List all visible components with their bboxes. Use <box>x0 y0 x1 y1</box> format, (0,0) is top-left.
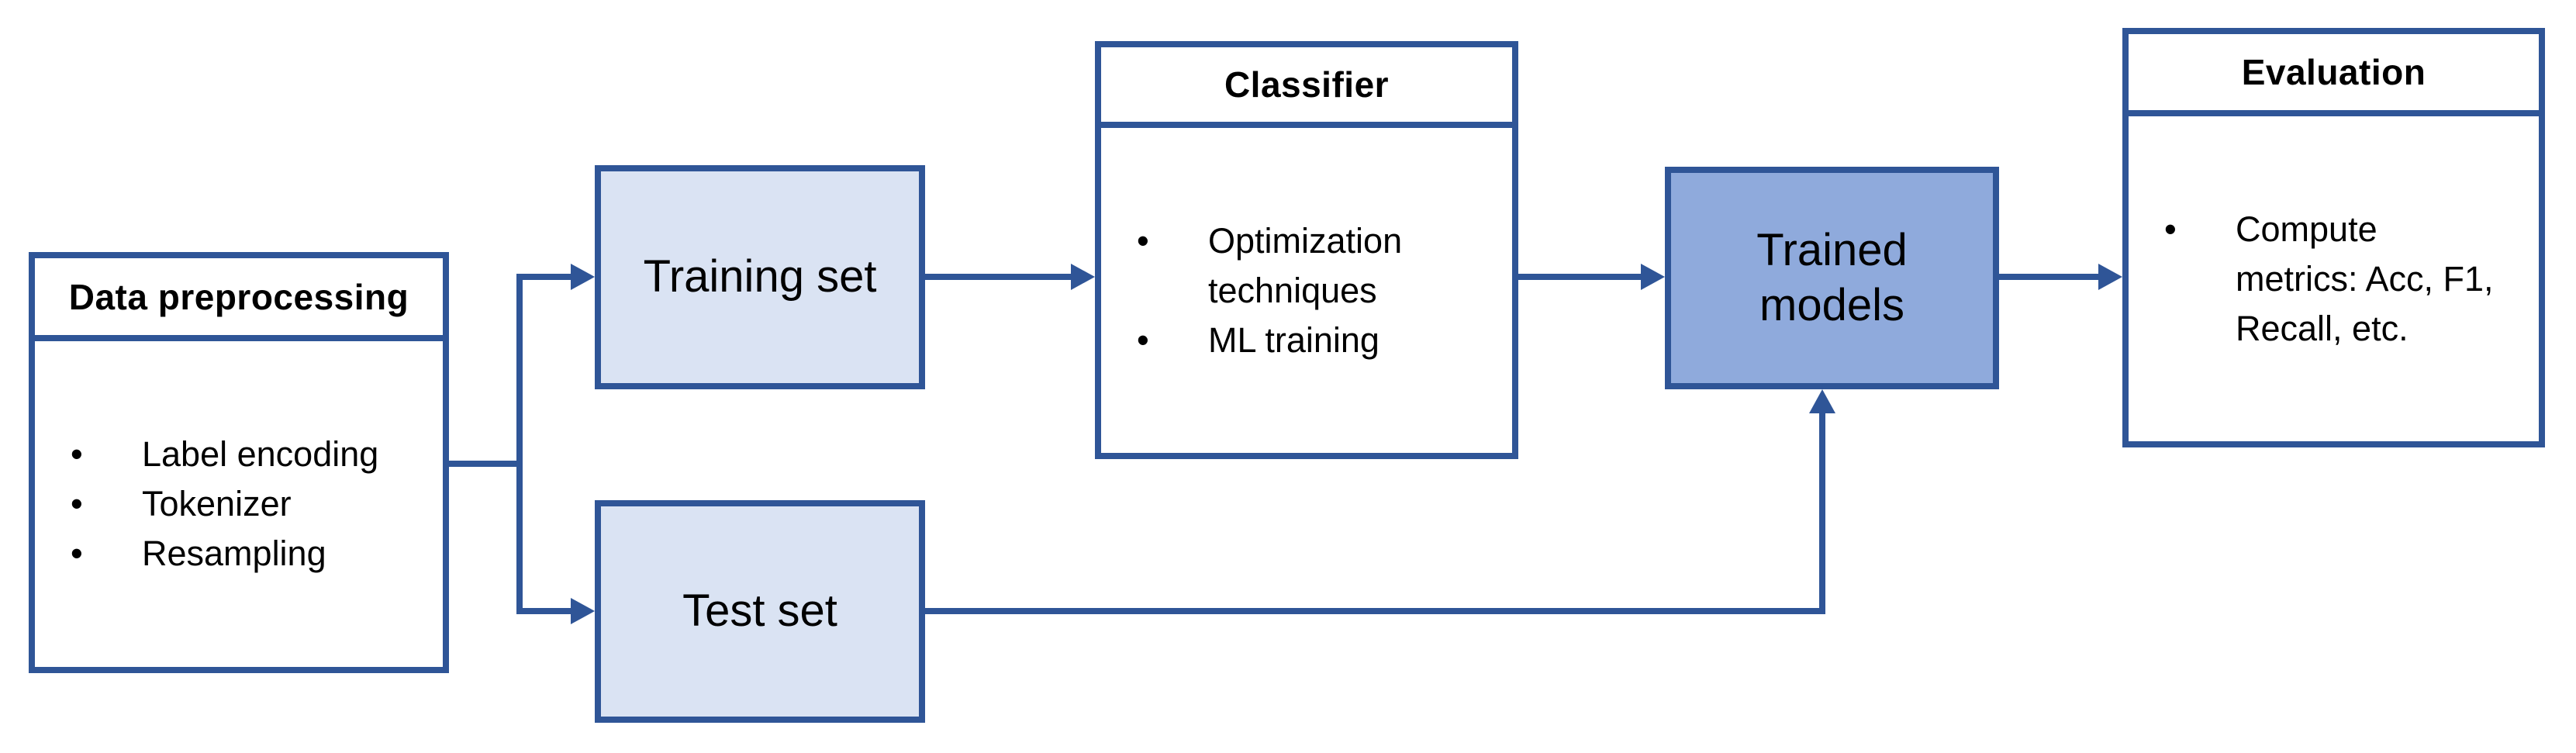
arrowhead-into-training-set <box>571 264 595 290</box>
node-test-set-label: Test set <box>682 585 837 637</box>
arrowhead-into-trained-models <box>1641 264 1665 290</box>
bullet-optimization-techniques: • Optimization techniques <box>1123 216 1512 316</box>
node-data-preprocessing: Data preprocessing • Label encoding • To… <box>29 252 449 673</box>
connector-test-set-riser <box>1819 412 1825 614</box>
connector-training-to-classifier <box>925 274 1072 280</box>
arrowhead-into-classifier <box>1071 264 1095 290</box>
node-trained-models-label: Trained models <box>1756 224 1908 330</box>
arrowhead-up-into-trained-models <box>1809 389 1835 413</box>
bullet-tokenizer: • Tokenizer <box>57 479 443 529</box>
connector-test-set-long-line <box>925 608 1825 614</box>
arrowhead-into-evaluation <box>2098 264 2122 290</box>
node-classifier-title: Classifier <box>1224 64 1390 105</box>
bullet-icon: • <box>71 484 83 523</box>
node-data-preprocessing-title: Data preprocessing <box>68 276 409 317</box>
classifier-bullet-list: • Optimization techniques • ML training <box>1123 216 1512 365</box>
node-training-set-label: Training set <box>643 251 877 302</box>
bullet-icon: • <box>2164 209 2177 249</box>
evaluation-bullet-list: • Compute metrics: Acc, F1, Recall, etc. <box>2150 205 2539 354</box>
node-data-preprocessing-body: • Label encoding • Tokenizer • Resamplin… <box>35 341 443 667</box>
bullet-icon: • <box>71 534 83 573</box>
bullet-compute-metrics: • Compute metrics: Acc, F1, Recall, etc. <box>2150 205 2539 354</box>
node-training-set: Training set <box>595 165 925 389</box>
connector-trained-models-to-evaluation <box>1999 274 2099 280</box>
connector-to-training-set <box>516 274 571 280</box>
bullet-resampling: • Resampling <box>57 529 443 579</box>
connector-classifier-to-trained-models <box>1518 274 1642 280</box>
connector-preprocessing-feed <box>449 461 523 467</box>
bullet-icon: • <box>71 434 83 474</box>
connector-split-trunk <box>516 274 523 614</box>
bullet-label-encoding: • Label encoding <box>57 430 443 479</box>
node-classifier-header: Classifier <box>1101 47 1512 128</box>
node-test-set: Test set <box>595 500 925 723</box>
arrowhead-into-test-set <box>571 598 595 624</box>
node-evaluation-header: Evaluation <box>2129 34 2539 116</box>
connector-to-test-set <box>516 608 571 614</box>
node-classifier: Classifier • Optimization techniques • M… <box>1095 41 1518 459</box>
node-classifier-body: • Optimization techniques • ML training <box>1101 128 1512 453</box>
bullet-icon: • <box>1137 320 1149 360</box>
node-trained-models: Trained models <box>1665 167 1999 389</box>
node-evaluation-body: • Compute metrics: Acc, F1, Recall, etc. <box>2129 116 2539 441</box>
data-preprocessing-bullet-list: • Label encoding • Tokenizer • Resamplin… <box>57 430 443 579</box>
node-evaluation-title: Evaluation <box>2241 52 2426 92</box>
bullet-icon: • <box>1137 220 1149 261</box>
bullet-ml-training: • ML training <box>1123 316 1512 365</box>
node-evaluation: Evaluation • Compute metrics: Acc, F1, R… <box>2122 28 2545 447</box>
node-data-preprocessing-header: Data preprocessing <box>35 258 443 341</box>
